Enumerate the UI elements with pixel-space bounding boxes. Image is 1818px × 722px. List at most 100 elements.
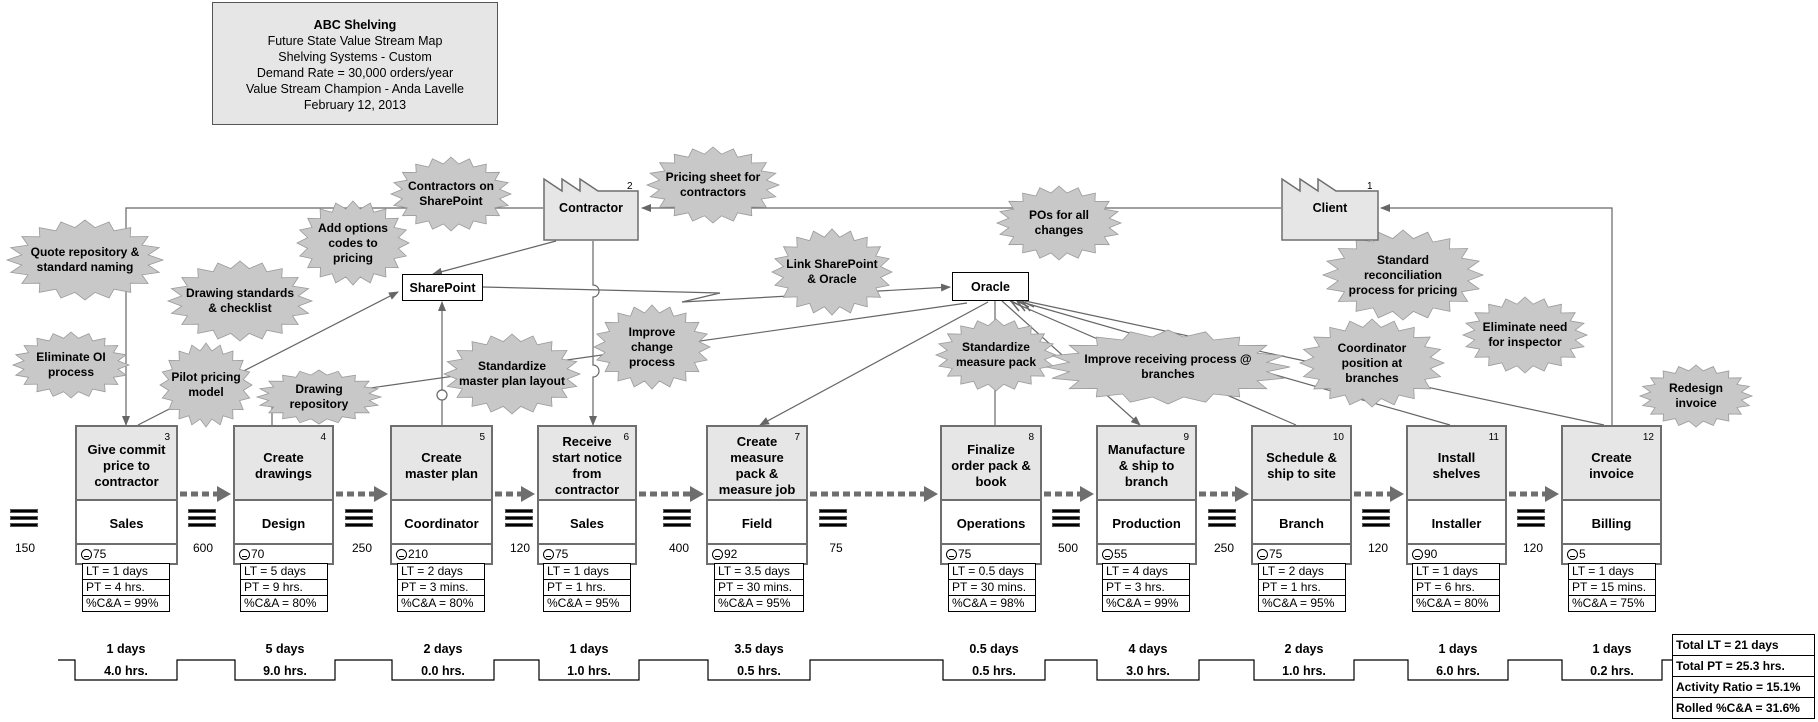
- process-role: Branch: [1253, 503, 1350, 545]
- inventory-icon: [1208, 509, 1236, 527]
- operator-count-value: 75: [958, 547, 972, 561]
- complete-accurate: %C&A = 95%: [1262, 596, 1335, 610]
- inventory-icon: [1517, 509, 1545, 527]
- operator-count: 75: [1257, 547, 1282, 561]
- kaizen-burst-label: Drawing standards & checklist: [185, 286, 294, 315]
- operator-count: 210: [396, 547, 428, 561]
- kaizen-burst-shape: [645, 146, 781, 224]
- process-name: Finalize order pack & book: [951, 442, 1031, 489]
- map-date: February 12, 2013: [303, 98, 407, 112]
- push-arrow-head: [374, 486, 388, 502]
- timeline-days: 5 days: [265, 642, 305, 656]
- process-number: 9: [1183, 432, 1189, 443]
- kaizen-burst-label: Drawing repository: [289, 382, 349, 411]
- process-name: Create drawings: [254, 450, 313, 481]
- contractor-number: 2: [627, 181, 633, 192]
- kaizen-burst-shape: [296, 200, 410, 286]
- lead-time: LT = 1 days: [1569, 564, 1655, 580]
- kaizen-burst-shape: [1461, 296, 1589, 374]
- operator-count: 70: [239, 547, 264, 561]
- kaizen-burst-shape: [159, 342, 253, 428]
- factory-icon: [543, 177, 639, 241]
- complete-accurate: %C&A = 95%: [718, 596, 791, 610]
- operator-icon: [543, 548, 554, 560]
- kaizen-burst-shape: [1298, 318, 1446, 408]
- complete-accurate: %C&A = 99%: [1106, 596, 1179, 610]
- process-role: Field: [708, 503, 806, 545]
- inventory-icon: [505, 509, 533, 527]
- process-time: PT = 3 mins.: [398, 580, 484, 596]
- lead-time: LT = 0.5 days: [949, 564, 1035, 580]
- inventory-count: 150: [14, 541, 36, 555]
- factory-icon: [1281, 177, 1379, 241]
- inventory-icon: [1052, 509, 1080, 527]
- kaizen-burst-shape: [1321, 229, 1485, 321]
- process-name: Give commit price to contractor: [87, 442, 166, 489]
- process-number: 10: [1332, 432, 1344, 443]
- push-arrow-head: [1235, 486, 1249, 502]
- timeline-hours: 1.0 hrs.: [1282, 664, 1326, 678]
- operator-count-value: 75: [93, 547, 107, 561]
- map-title-box: ABC Shelving Future State Value Stream M…: [212, 2, 498, 125]
- timeline-hours: 4.0 hrs.: [104, 664, 148, 678]
- kaizen-burst-shape: [389, 156, 513, 232]
- timeline-days: 1 days: [106, 642, 146, 656]
- push-arrow-head: [1080, 486, 1094, 502]
- operator-count-value: 5: [1579, 547, 1586, 561]
- operator-icon: [1412, 548, 1423, 560]
- process-role: Design: [235, 503, 332, 545]
- information-flow-line: [482, 283, 951, 303]
- process-role: Sales: [539, 503, 635, 545]
- operator-count: 90: [1412, 547, 1437, 561]
- process-time: PT = 30 mins.: [715, 580, 803, 596]
- operator-icon: [81, 548, 92, 560]
- inventory-count: 250: [351, 541, 373, 555]
- timeline-days: 3.5 days: [734, 642, 784, 656]
- operator-count: 75: [946, 547, 971, 561]
- kaizen-burst-shape: [255, 369, 383, 425]
- inventory-icon: [819, 509, 847, 527]
- process-number: 3: [164, 432, 170, 443]
- process-time: PT = 1 hrs.: [544, 580, 630, 596]
- timeline-hours: 3.0 hrs.: [1126, 664, 1170, 678]
- demand-rate: Demand Rate = 30,000 orders/year: [256, 66, 454, 80]
- complete-accurate: %C&A = 75%: [1572, 596, 1645, 610]
- inventory-count: 120: [1367, 541, 1389, 555]
- kaizen-burst-label: Improve receiving process @ branches: [1084, 352, 1252, 381]
- kaizen-burst-label: Improve change process: [628, 324, 676, 369]
- push-arrow-head: [690, 486, 704, 502]
- information-flow-line: [122, 207, 543, 426]
- operator-count-value: 90: [1424, 547, 1438, 561]
- process-name: Install shelves: [1432, 450, 1481, 481]
- client-entity: 1 Client: [1281, 173, 1379, 241]
- timeline-hours: 1.0 hrs.: [567, 664, 611, 678]
- timeline-days: 4 days: [1128, 642, 1168, 656]
- operator-count-value: 210: [408, 547, 429, 561]
- timeline-hours: 0.5 hrs.: [972, 664, 1016, 678]
- inventory-icon: [345, 509, 373, 527]
- lead-time: LT = 5 days: [241, 564, 327, 580]
- process-number: 4: [320, 432, 326, 443]
- timeline-days: 1 days: [1592, 642, 1632, 656]
- complete-accurate: %C&A = 80%: [244, 596, 317, 610]
- process-number: 12: [1642, 432, 1654, 443]
- timeline-hours: 9.0 hrs.: [263, 664, 307, 678]
- process-role: Coordinator: [392, 503, 491, 545]
- kaizen-burst-shape: [1638, 364, 1754, 428]
- timeline-hours: 0.0 hrs.: [421, 664, 465, 678]
- process-time: PT = 30 mins.: [949, 580, 1035, 596]
- kaizen-burst-label: Contractors on SharePoint: [407, 179, 494, 208]
